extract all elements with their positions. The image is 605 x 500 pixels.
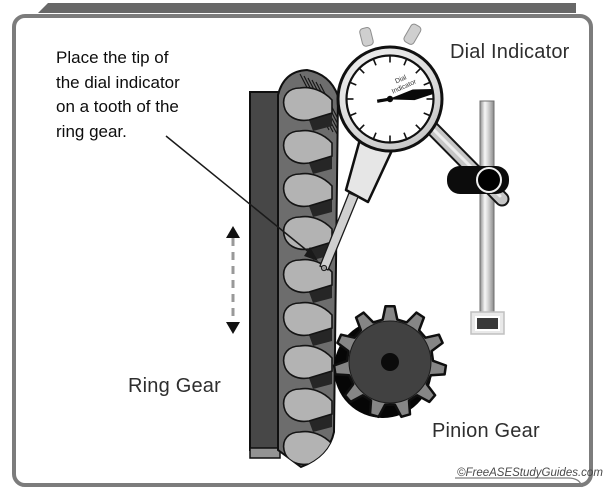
dial-top-post-right (403, 23, 422, 45)
svg-text:Dial: Dial (394, 74, 408, 85)
annotation-arrow (165, 135, 318, 261)
dial-tick-marks (347, 56, 433, 142)
ring-gear-teeth (282, 86, 333, 467)
pinion-gear (332, 304, 448, 419)
arrowhead (304, 247, 318, 261)
probe-tip (320, 264, 328, 272)
annotation-line: Place the tip of (56, 48, 169, 67)
pinion-gear-label: Pinion Gear (432, 420, 540, 442)
movement-double-arrow (226, 226, 240, 334)
top-bar (38, 3, 576, 13)
stand-clamp (447, 166, 509, 194)
dial-indicator: Dial Indicator (319, 23, 444, 272)
stand-base-core (475, 316, 500, 331)
clamp-knob (476, 167, 502, 193)
annotation-line: the dial indicator (56, 72, 180, 92)
indicator-stand (470, 100, 505, 335)
ring-gear-label: Ring Gear (128, 375, 221, 397)
annotation-text: Place the tip of the dial indicator on a… (56, 46, 180, 144)
up-arrowhead (226, 226, 240, 238)
pinion-hub (381, 353, 399, 371)
frame-border (12, 14, 593, 487)
dial-probe (319, 192, 359, 271)
down-arrowhead (226, 322, 240, 334)
annotation-line: ring gear. (56, 121, 127, 141)
dial-needle (376, 88, 433, 103)
ring-gear (249, 68, 340, 469)
ring-gear-body (249, 91, 281, 451)
watermark-text: ©FreeASEStudyGuides.com (457, 467, 603, 479)
dial-top-post-left (359, 27, 374, 47)
dial-indicator-label: Dial Indicator (450, 41, 570, 63)
watermark-rule (455, 477, 583, 488)
stand-post (479, 100, 495, 314)
annotation-line: on a tooth of the (56, 97, 179, 116)
